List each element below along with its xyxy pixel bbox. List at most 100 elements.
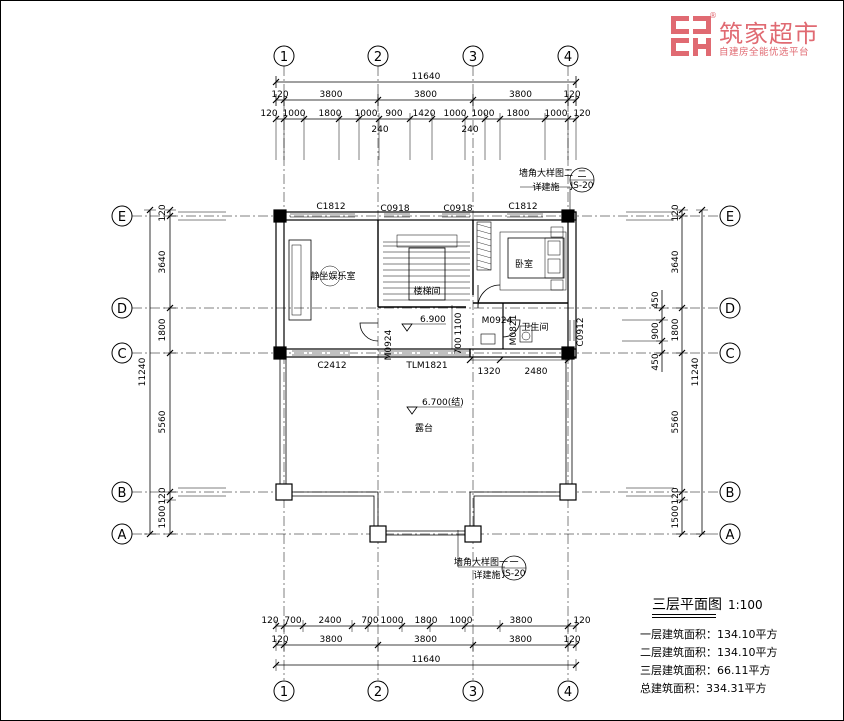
axis-label-B: B: [726, 486, 735, 501]
dim-tick: [166, 496, 174, 504]
dim-tick: [374, 96, 382, 104]
dim-tick: [272, 641, 280, 649]
wall-east-upper: [567, 211, 577, 359]
dim-tick: [166, 206, 174, 214]
axis-label-2: 2: [374, 50, 382, 65]
dim-top-row2-3: 3800: [509, 90, 532, 100]
label-m0821: M0821: [509, 315, 519, 346]
bed-headboard: [544, 237, 564, 279]
dim-top-row3-0: 120: [260, 109, 277, 119]
terrace-parapet-sides: [279, 357, 573, 488]
label-c2412: C2412: [317, 361, 346, 371]
dim-top-row3-9: 1000: [545, 109, 568, 119]
label-m0924-mid: M0924: [482, 316, 513, 326]
dim-bottom-row2-0: 120: [271, 635, 288, 645]
dim-bottom-row1-7: 3800: [510, 616, 533, 626]
axis-bubble-top-4: [557, 45, 579, 67]
dim-tick: [658, 304, 666, 312]
dim-tick: [355, 115, 363, 123]
dim-tick: [461, 622, 469, 630]
callout-top-num: 二: [577, 170, 586, 180]
dim-top-row2-1: 3800: [320, 90, 343, 100]
axis-label-A: A: [118, 528, 127, 543]
axis-bubble-left-A: [111, 523, 133, 545]
plan-title-block: 三层平面图 1:100: [652, 594, 763, 618]
dim-tick: [398, 622, 406, 630]
axis-bubble-left-B: [111, 481, 133, 503]
dim-bottom-row1-3: 700: [361, 616, 378, 626]
dim-tick: [678, 530, 686, 538]
stair-well: [408, 247, 446, 301]
dim-tick: [466, 356, 474, 364]
dim-tick: [272, 96, 280, 104]
dim-tick: [572, 661, 580, 669]
dim-tick: [678, 212, 686, 220]
plan-title: 三层平面图: [652, 597, 722, 613]
level-mark-floor: [401, 323, 413, 332]
axis-bubble-bottom-3: [462, 680, 484, 702]
dim-tick: [272, 661, 280, 669]
door-swing-m0821: [502, 319, 521, 338]
column-1: [561, 209, 575, 223]
dim-tick: [564, 96, 572, 104]
callout-bottom-sub: 详建施: [473, 569, 500, 581]
dim-tick: [299, 622, 307, 630]
column-3: [561, 346, 575, 360]
axis-label-A: A: [726, 528, 735, 543]
level-mark-terrace: [406, 406, 418, 415]
callout-bottom-num: 一: [509, 558, 518, 568]
dim-tick: [564, 641, 572, 649]
bed: [507, 237, 565, 279]
dim-top-row2-4: 120: [563, 90, 580, 100]
dim-tick: [678, 206, 686, 214]
dim-right-small-0: 450: [651, 291, 661, 308]
dim-tick: [658, 349, 666, 357]
dim-bottom-row1-5: 1800: [415, 616, 438, 626]
dim-tick: [280, 622, 288, 630]
dim-240-left: 240: [371, 125, 388, 135]
dim-tick: [572, 622, 580, 630]
dim-tick: [469, 96, 477, 104]
axis-label-E: E: [726, 210, 734, 225]
dim-right-3: 5560: [671, 410, 681, 433]
axis-label-B: B: [118, 486, 127, 501]
brand-logo-mark-icon: [671, 16, 711, 56]
axis-bubble-left-D: [111, 297, 133, 319]
terrace-column-1: [559, 483, 577, 501]
room-stair: 楼梯间: [413, 285, 440, 297]
dim-tick: [496, 115, 504, 123]
dim-right-total: 11240: [691, 357, 701, 386]
axis-bubble-right-C: [719, 342, 741, 364]
label-dim-2480: 2480: [525, 367, 548, 377]
axis-label-E: E: [118, 210, 126, 225]
dim-left-3: 5560: [158, 410, 168, 433]
plan-scale: 1:100: [728, 598, 763, 612]
nightstand-2: [550, 279, 564, 291]
dim-tick: [300, 115, 308, 123]
axis-bubble-right-D: [719, 297, 741, 319]
dim-tick: [481, 115, 489, 123]
dim-bottom-row2-1: 3800: [320, 635, 343, 645]
dim-top-row3-5: 1420: [413, 109, 436, 119]
dim-tick: [166, 212, 174, 220]
wardrobe-hatch: [476, 265, 492, 271]
wall-west-upper: [275, 211, 285, 359]
axis-bubble-left-C: [111, 342, 133, 364]
room-study: 静坐娱乐室: [310, 270, 355, 282]
room-bedroom: 卧室: [515, 258, 533, 270]
callout-top-sheet: JS-20: [569, 181, 593, 191]
dim-tick: [678, 304, 686, 312]
nightstand-1: [550, 226, 564, 238]
wardrobe-hatch: [476, 241, 492, 247]
sink: [480, 333, 496, 345]
pillow-1: [547, 240, 561, 256]
column-0: [273, 209, 287, 223]
dim-top-row3-7: 1000: [472, 109, 495, 119]
dim-tick: [572, 115, 580, 123]
toilet-bowl: [521, 331, 531, 341]
label-dim-1100: 1100: [454, 312, 464, 335]
axis-label-4: 4: [564, 50, 572, 65]
dim-tick: [461, 115, 469, 123]
dim-tick: [166, 488, 174, 496]
